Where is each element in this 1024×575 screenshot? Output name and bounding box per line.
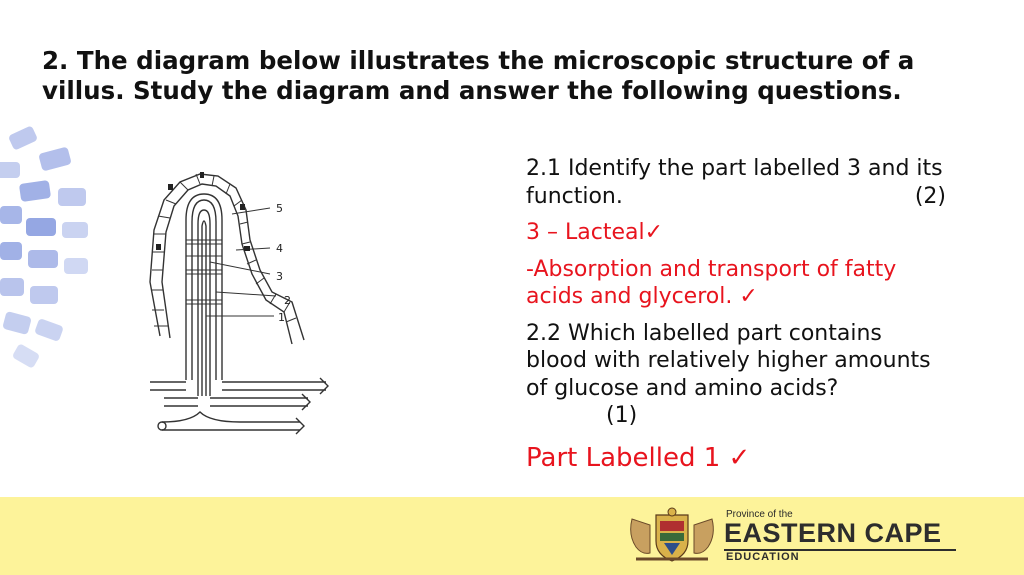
logo-eastern-cape: EASTERN CAPE xyxy=(724,518,942,548)
coat-of-arms-icon xyxy=(630,507,714,562)
answer-2-1-part: 3 – Lacteal✓ xyxy=(526,219,946,247)
checkmark-icon: ✓ xyxy=(644,220,664,245)
logo-education: EDUCATION xyxy=(726,551,800,563)
diagram-label-5: 5 xyxy=(276,202,283,215)
question-2-1: 2.1 Identify the part labelled 3 and its… xyxy=(526,155,946,210)
questions-panel: 2.1 Identify the part labelled 3 and its… xyxy=(526,155,946,483)
answer-2-1-function-text: -Absorption and transport of fatty acids… xyxy=(526,256,897,310)
answer-2-1-part-text: 3 – Lacteal xyxy=(526,220,645,245)
answer-2-2-text: Part Labelled 1 xyxy=(526,442,721,473)
question-2-2: 2.2 Which labelled part contains blood w… xyxy=(526,320,946,430)
logo-province-label: Province of the xyxy=(726,509,793,520)
diagram-label-4: 4 xyxy=(276,242,283,255)
question-2-1-marks: (2) xyxy=(914,183,946,209)
eastern-cape-logo: Province of the EASTERN CAPE EDUCATION xyxy=(724,509,964,563)
villus-diagram: 5 4 3 2 1 xyxy=(149,172,329,435)
checkmark-icon: ✓ xyxy=(739,284,758,309)
decorative-pattern xyxy=(0,126,88,368)
answer-2-2: Part Labelled 1 ✓ xyxy=(526,442,946,474)
question-2-2-text: 2.2 Which labelled part contains blood w… xyxy=(526,320,931,401)
footer-bar xyxy=(0,497,1024,575)
diagram-label-1: 1 xyxy=(278,311,285,324)
logo-divider xyxy=(724,549,956,551)
diagram-label-3: 3 xyxy=(276,270,283,283)
question-2-2-marks: (1) xyxy=(606,403,638,428)
diagram-label-2: 2 xyxy=(284,294,291,307)
question-2-1-text: 2.1 Identify the part labelled 3 and its… xyxy=(526,156,943,209)
slide-heading: 2. The diagram below illustrates the mic… xyxy=(42,46,915,105)
answer-2-1-function: -Absorption and transport of fatty acids… xyxy=(526,256,946,311)
checkmark-icon: ✓ xyxy=(728,442,751,473)
